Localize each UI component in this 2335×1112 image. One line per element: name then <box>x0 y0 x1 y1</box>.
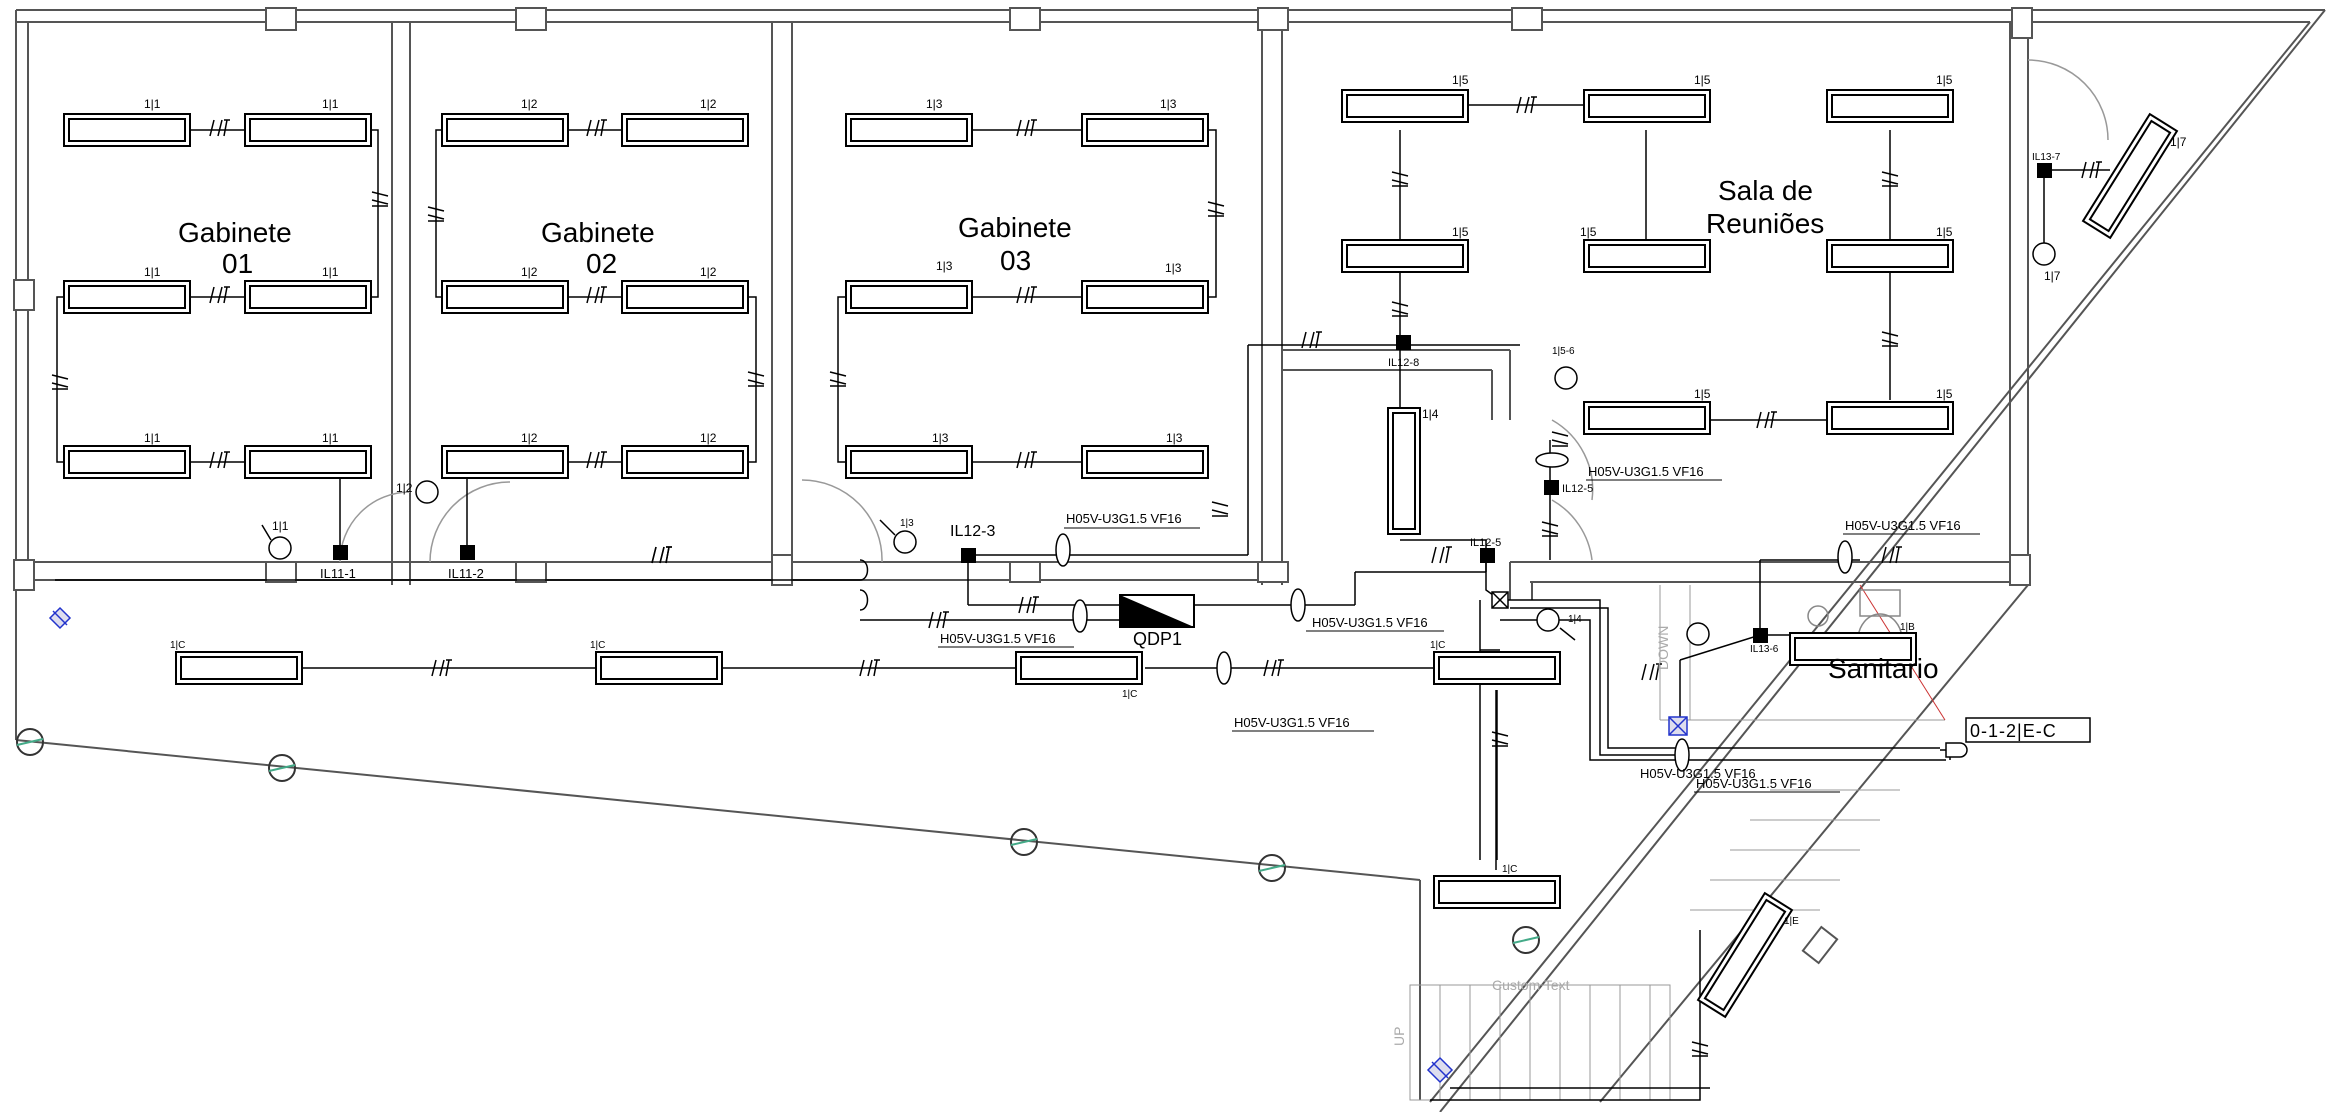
circuit-tag: 1|4 <box>1568 614 1582 625</box>
circuit-tag: 1|3 <box>936 259 953 273</box>
circuit-tag: 1|3 <box>1165 261 1182 275</box>
circuit-tag: 1|C <box>170 640 185 651</box>
room-gabinete-01-number: 01 <box>222 248 253 279</box>
junction-label: IL12-5 <box>1562 483 1593 495</box>
circuit-tag: 1|1 <box>144 97 161 111</box>
reference-code-box: 0-1-2|E-C <box>1945 717 2091 758</box>
faint-annotations: Custom Text UP DOWN <box>1391 626 1671 1046</box>
circuit-tag: 1|5 <box>1694 387 1711 401</box>
junction-label: IL13-7 <box>2032 152 2061 163</box>
wiring <box>55 104 2110 1101</box>
stair-up-label: UP <box>1391 1027 1407 1046</box>
room-sanitario: Sanitario <box>1828 653 1939 684</box>
circuit-tag: 1|1 <box>322 431 339 445</box>
circuit-tag: 1|2 <box>700 265 717 279</box>
circuit-tag: 1|1 <box>272 519 289 533</box>
circuit-tag: 1|5 <box>1452 73 1469 87</box>
circuit-tag: 1|5 <box>1936 73 1953 87</box>
circuit-tag: 1|2 <box>700 431 717 445</box>
stair-down-label: DOWN <box>1655 626 1671 670</box>
junction-label: IL11-1 <box>320 566 356 581</box>
doors <box>339 59 2109 563</box>
luminaires <box>63 89 2178 1018</box>
custom-text: Custom Text <box>1492 977 1570 993</box>
circuit-tag: 1|C <box>1502 864 1517 875</box>
wall-columns <box>13 7 2033 965</box>
junction-label: IL12-8 <box>1388 357 1419 369</box>
cable-label: H05V-U3G1.5 VF16 <box>1588 464 1704 479</box>
room-gabinete-03-title: Gabinete <box>958 212 1072 243</box>
circuit-tag: 1|7 <box>2170 135 2187 149</box>
junction-boxes <box>333 163 2052 643</box>
circuit-tag: 1|C <box>1430 640 1445 651</box>
cable-label: H05V-U3G1.5 VF16 <box>1696 776 1812 791</box>
switch-ticks <box>51 96 2103 1057</box>
circuit-tag: 1|5 <box>1694 73 1711 87</box>
circuit-tag: 1|1 <box>144 431 161 445</box>
circuit-tag: 1|2 <box>521 431 538 445</box>
circuit-tag: 1|1 <box>144 265 161 279</box>
circuit-tag: 1|1 <box>322 265 339 279</box>
room-gabinete-02-title: Gabinete <box>541 217 655 248</box>
circuit-tag: 1|4 <box>1422 407 1439 421</box>
junction-label: IL12-5 <box>1470 537 1501 549</box>
distribution-panel: QDP1 <box>1119 594 1195 649</box>
circuit-tag: 1|E <box>1784 916 1799 927</box>
circuit-tags: 1|1 1|1 1|1 1|1 1|1 1|1 1|1 1|2 1|2 1|2 … <box>144 73 2187 927</box>
circuit-tag: 1|3 <box>932 431 949 445</box>
cable-label: H05V-U3G1.5 VF16 <box>1845 518 1961 533</box>
room-sala-reunioes-subtitle: Reuniões <box>1706 208 1824 239</box>
circuit-tag: 1|C <box>1122 689 1137 700</box>
cable-label: H05V-U3G1.5 VF16 <box>1066 511 1182 526</box>
cable-label: H05V-U3G1.5 VF16 <box>940 631 1056 646</box>
walls <box>15 9 2326 1112</box>
junction-label: IL12-3 <box>950 523 995 540</box>
room-gabinete-02-number: 02 <box>586 248 617 279</box>
circuit-tag: 1|3 <box>1166 431 1183 445</box>
blue-outlets <box>48 591 1688 1084</box>
room-gabinete-03-number: 03 <box>1000 245 1031 276</box>
cable-label: H05V-U3G1.5 VF16 <box>1640 766 1756 781</box>
circuit-tag: 1|2 <box>396 481 413 495</box>
cable-label: H05V-U3G1.5 VF16 <box>1312 615 1428 630</box>
circuit-tag: 1|5 <box>1580 225 1597 239</box>
circuit-tag: 1|5 <box>1452 225 1469 239</box>
panel-label: QDP1 <box>1133 629 1182 649</box>
room-labels: Gabinete 01 Gabinete 02 Gabinete 03 Sala… <box>178 175 1939 684</box>
switch-symbols <box>261 242 2056 772</box>
circuit-tag: 1|5 <box>1936 225 1953 239</box>
room-sala-reunioes-title: Sala de <box>1718 175 1813 206</box>
cable-label: H05V-U3G1.5 VF16 <box>1234 715 1350 730</box>
circuit-tag: 1|2 <box>700 97 717 111</box>
circuit-tag: 1|5 <box>1936 387 1953 401</box>
circuit-tag: 1|B <box>1900 622 1915 633</box>
junction-labels: IL11-1 IL11-2 IL12-3 IL12-8 IL12-5 IL12-… <box>320 152 2061 655</box>
reference-code: 0-1-2|E-C <box>1970 721 2057 741</box>
circuit-tag: 1|2 <box>521 265 538 279</box>
circuit-tag: 1|1 <box>322 97 339 111</box>
circuit-tag: 1|5-6 <box>1552 346 1575 357</box>
circuit-tag: 1|C <box>590 640 605 651</box>
circuit-tag: 1|3 <box>1160 97 1177 111</box>
circuit-tag: 1|3 <box>900 518 914 529</box>
circuit-tag: 1|2 <box>521 97 538 111</box>
room-gabinete-01-title: Gabinete <box>178 217 292 248</box>
circuit-tag: 1|3 <box>926 97 943 111</box>
circuit-tag: 1|7 <box>2044 269 2061 283</box>
cable-labels: H05V-U3G1.5 VF16 H05V-U3G1.5 VF16 H05V-U… <box>938 464 1980 793</box>
junction-label: IL11-2 <box>448 566 484 581</box>
junction-label: IL13-6 <box>1750 644 1779 655</box>
